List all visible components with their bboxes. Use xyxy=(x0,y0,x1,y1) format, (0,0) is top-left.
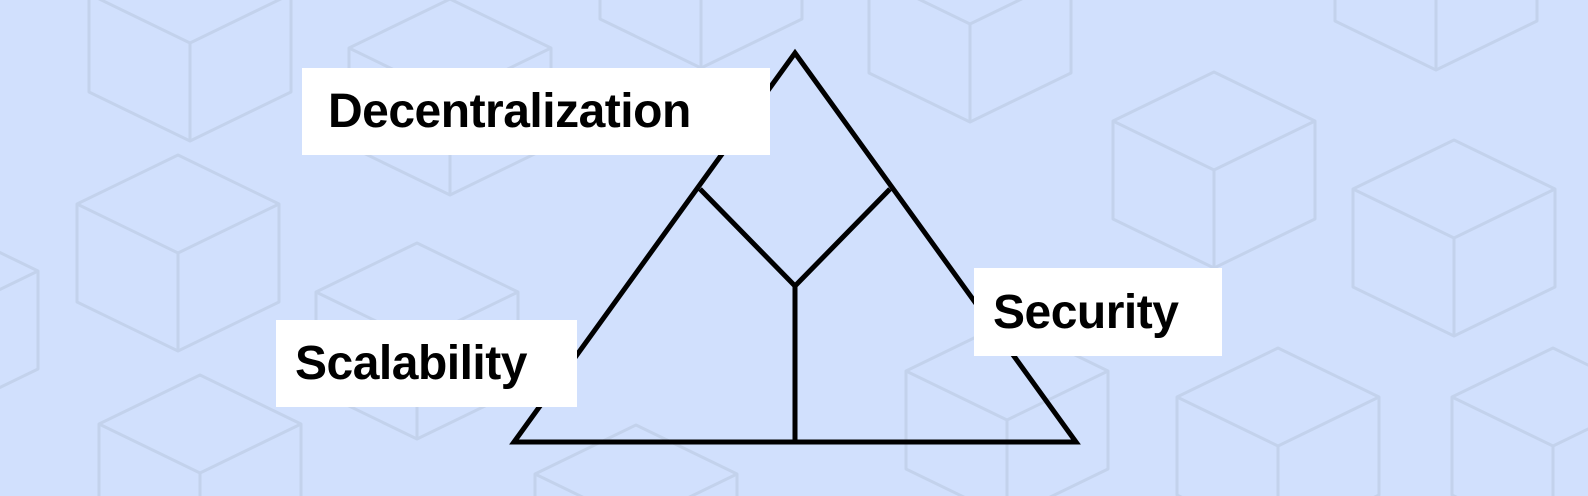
label-decentralization-text: Decentralization xyxy=(328,85,691,138)
triangle-divider-right xyxy=(793,187,892,288)
label-security: Security xyxy=(974,268,1222,356)
label-security-text: Security xyxy=(993,285,1179,339)
triangle-divider-left xyxy=(698,187,797,288)
label-scalability-text: Scalability xyxy=(295,337,527,390)
label-decentralization: Decentralization xyxy=(302,68,770,155)
label-scalability: Scalability xyxy=(276,320,577,407)
